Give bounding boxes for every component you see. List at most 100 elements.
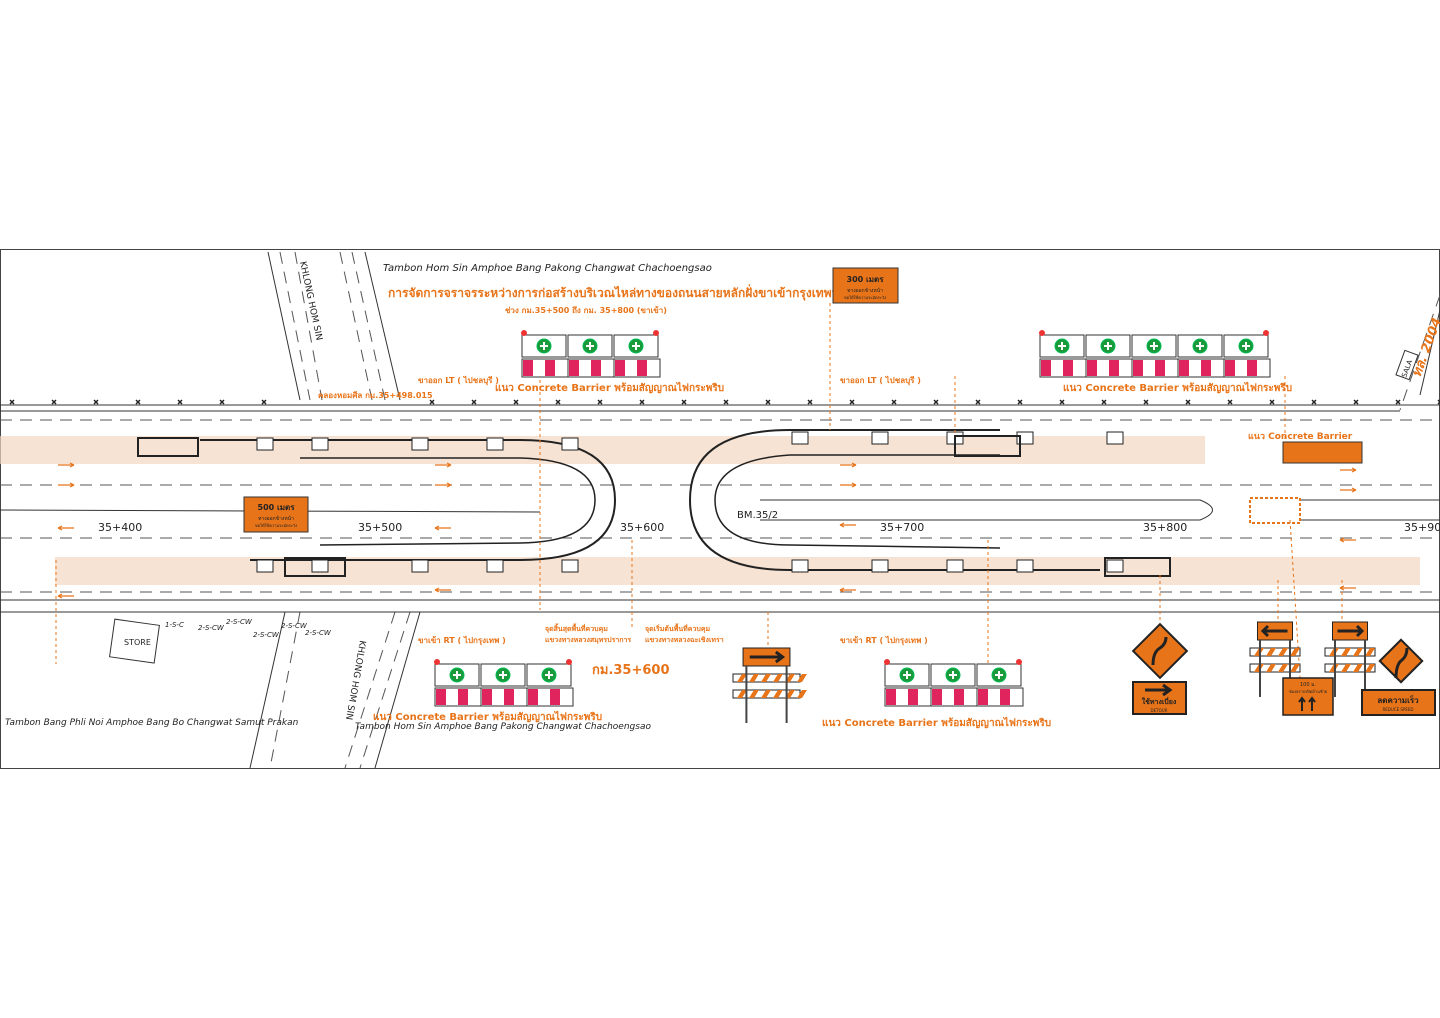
rail-stripe xyxy=(1341,664,1351,672)
right-arrow-icon xyxy=(1145,683,1173,697)
leader-line xyxy=(1289,519,1301,679)
cross-icon xyxy=(540,342,548,350)
cross-icon xyxy=(1104,342,1112,350)
cross-icon xyxy=(995,671,1003,679)
barrier-stripe xyxy=(615,360,625,376)
reduce-speed-sign: ลดความเร็ว REDUCE SPEED xyxy=(1361,638,1436,716)
station-labels: 35+400 35+500 35+600 35+700 35+800 35+90… xyxy=(98,510,1440,534)
barricade-leg xyxy=(1334,640,1366,697)
barrier-block xyxy=(946,559,964,573)
concrete-barrier-sign xyxy=(1039,330,1271,378)
traffic-arrow-right-icon xyxy=(1340,467,1357,473)
post-marker xyxy=(1101,399,1107,405)
post-marker xyxy=(555,399,561,405)
right-arrow-icon xyxy=(1337,624,1365,638)
barrier-stripe xyxy=(523,360,533,376)
barrier-block xyxy=(284,557,346,577)
traffic-arrow-left-icon xyxy=(1339,537,1356,543)
barrier-block xyxy=(871,431,889,445)
barrier-stripe xyxy=(1133,360,1143,376)
cross-icon xyxy=(453,671,461,679)
barrier-stripe xyxy=(1225,360,1235,376)
end-zone-line1: จุดสิ้นสุดพื้นที่ควบคุม xyxy=(545,622,608,633)
start-zone-line1: จุดเริ่มต้นพื้นที่ควบคุม xyxy=(645,622,710,633)
barrier-block xyxy=(311,559,329,573)
sign-500-line1: ทางออกข้างหน้า xyxy=(258,515,294,522)
flashing-light-icon xyxy=(884,659,890,665)
benchmark-label: BM.35/2 xyxy=(737,510,778,521)
plan-subtitle: ช่วง กม.35+500 ถึง กม. 35+800 (ขาเข้า) xyxy=(505,305,667,315)
post-marker xyxy=(513,399,519,405)
start-zone-line2: แขวงทางหลวงฉะเชิงเทรา xyxy=(645,636,724,644)
concrete-barrier-block xyxy=(1282,441,1363,464)
parcel-label: 2-S-CW xyxy=(226,618,253,626)
detour-sign: ใช้ทางเบี่ยง DETOUR xyxy=(1131,622,1189,715)
post-marker xyxy=(765,399,771,405)
barrier-stripe xyxy=(436,689,446,705)
parcel-label: 1-S-C xyxy=(165,621,184,629)
concrete-barrier-sign xyxy=(521,330,661,378)
cross-icon xyxy=(1150,342,1158,350)
post-marker xyxy=(597,399,603,405)
curve-arrow-icon xyxy=(1394,647,1409,679)
barrier-block xyxy=(561,559,579,573)
cross-icon xyxy=(1058,342,1066,350)
post-marker xyxy=(471,399,477,405)
barrier-stripe xyxy=(569,360,579,376)
cross-icon xyxy=(903,671,911,679)
main-road xyxy=(0,303,1440,679)
barrier-block xyxy=(256,559,274,573)
traffic-arrow-left-icon xyxy=(839,587,856,593)
cross-icon xyxy=(499,671,507,679)
barrier-stripe xyxy=(1087,360,1097,376)
barrier-block xyxy=(561,437,579,451)
sign-300m: 300 เมตร ทางออกข้างหน้า ขอให้ใช้ความระมั… xyxy=(832,267,899,304)
barrier-stripe xyxy=(1109,360,1119,376)
store-label: STORE xyxy=(124,638,151,647)
barrier-block xyxy=(486,559,504,573)
post-marker xyxy=(135,399,141,405)
barricade-leg xyxy=(745,666,788,723)
barrier-stripe xyxy=(637,360,647,376)
rt-label-1: ขาเข้า RT ( ไปกรุงเทพ ) xyxy=(418,635,506,646)
post-marker xyxy=(639,399,645,405)
flashing-light-icon xyxy=(566,659,572,665)
barrier-block xyxy=(1104,557,1171,577)
barrier-label-1: แนว Concrete Barrier พร้อมสัญญาณไฟกระพริ… xyxy=(495,381,724,394)
lane-closed-distance: 100 ม. xyxy=(1300,682,1316,688)
rail-stripe xyxy=(1341,648,1351,656)
traffic-arrow-left-icon xyxy=(434,525,451,531)
cross-icon xyxy=(545,671,553,679)
rail-stripe xyxy=(1353,648,1363,656)
rail-stripe xyxy=(797,690,807,698)
post-marker xyxy=(849,399,855,405)
lt-label-2: ขาออก LT ( ไปชลบุรี ) xyxy=(840,375,921,386)
barrier-label-4: แนว Concrete Barrier พร้อมสัญญาณไฟกระพริ… xyxy=(822,716,1051,729)
concrete-barrier-sign xyxy=(884,659,1024,707)
plan-title: การจัดการจราจรระหว่างการก่อสร้างบริเวณไห… xyxy=(388,284,839,301)
traffic-arrow-right-icon xyxy=(435,482,452,488)
traffic-arrow-right-icon xyxy=(58,482,75,488)
flashing-light-icon xyxy=(434,659,440,665)
barrier-stripe xyxy=(954,689,964,705)
post-marker xyxy=(1269,399,1275,405)
district-label-bottom-left: Tambon Bang Phli Noi Amphoe Bang Bo Chan… xyxy=(5,718,299,728)
barrier-stripe xyxy=(886,689,896,705)
barrier-stripe xyxy=(458,689,468,705)
barrier-stripe xyxy=(932,689,942,705)
end-zone-line2: แขวงทางหลวงสมุทรปราการ xyxy=(545,636,631,644)
barrier-block xyxy=(954,435,1021,457)
barrier-block xyxy=(411,559,429,573)
rail-stripe xyxy=(737,674,747,682)
station-35-400: 35+400 xyxy=(98,521,142,534)
rail-stripe xyxy=(1290,664,1300,672)
sign-500-distance: 500 เมตร xyxy=(258,503,296,512)
left-arrow-icon xyxy=(1260,624,1288,638)
post-marker xyxy=(723,399,729,405)
rail-stripe xyxy=(761,690,771,698)
post-marker xyxy=(1395,399,1401,405)
rail-stripe xyxy=(773,674,783,682)
post-marker xyxy=(429,399,435,405)
traffic-arrow-right-icon xyxy=(1340,487,1357,493)
